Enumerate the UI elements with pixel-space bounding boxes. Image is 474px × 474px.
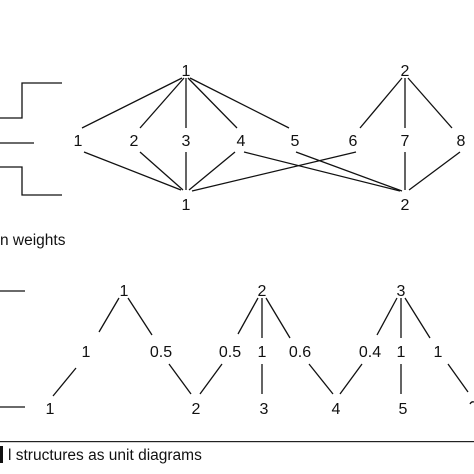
weight-label: 1 [434, 344, 443, 361]
bottom-panel-caption: l structures as unit diagrams [8, 447, 202, 464]
weight-label: 0.5 [219, 344, 241, 361]
bottom-panel: 1 2 3 1 0.5 0.5 1 0.6 0.4 1 1 1 2 3 4 5 … [0, 283, 474, 464]
clipped-node-fragment [469, 401, 474, 405]
step-symbol-upper [0, 82, 62, 119]
middle-node-4: 4 [237, 133, 246, 150]
lower-node-1: 1 [182, 197, 191, 214]
middle-node-3: 3 [182, 133, 191, 150]
upper-node-2: 2 [401, 63, 410, 80]
bottom-node-3: 3 [260, 401, 269, 418]
weight-label: 0.6 [289, 344, 311, 361]
bottom-top-node-2: 2 [258, 283, 267, 300]
middle-node-7: 7 [401, 133, 410, 150]
weight-label: 0.4 [359, 344, 381, 361]
lower-node-2-edges [243, 151, 461, 192]
upper-node-1-edges [81, 77, 290, 129]
weight-label: 0.5 [150, 344, 172, 361]
middle-node-8: 8 [457, 133, 466, 150]
bottom-node-1: 1 [46, 401, 55, 418]
weight-label: 1 [82, 344, 91, 361]
bottom-top-node-1: 1 [120, 283, 129, 300]
lower-node-1-edges [83, 151, 357, 192]
bottom-node-5: 5 [399, 401, 408, 418]
weight-label: 1 [258, 344, 267, 361]
top-panel: 1 2 1 2 3 4 5 6 7 8 1 2 n weights [0, 63, 466, 249]
caption-separator [0, 441, 474, 443]
bottom-top-node-3: 3 [397, 283, 406, 300]
middle-node-6: 6 [349, 133, 358, 150]
upper-node-2-edges [359, 77, 453, 129]
bottom-panel-links [52, 297, 469, 397]
top-panel-caption: n weights [0, 232, 66, 249]
lower-node-2: 2 [401, 197, 410, 214]
caption-marker [0, 446, 3, 463]
middle-node-2: 2 [130, 133, 139, 150]
weight-label: 1 [397, 344, 406, 361]
middle-node-5: 5 [291, 133, 300, 150]
upper-node-1: 1 [182, 63, 191, 80]
middle-node-1: 1 [74, 133, 83, 150]
bottom-node-2: 2 [192, 401, 201, 418]
bottom-node-4: 4 [332, 401, 341, 418]
step-symbol-lower [0, 166, 62, 196]
